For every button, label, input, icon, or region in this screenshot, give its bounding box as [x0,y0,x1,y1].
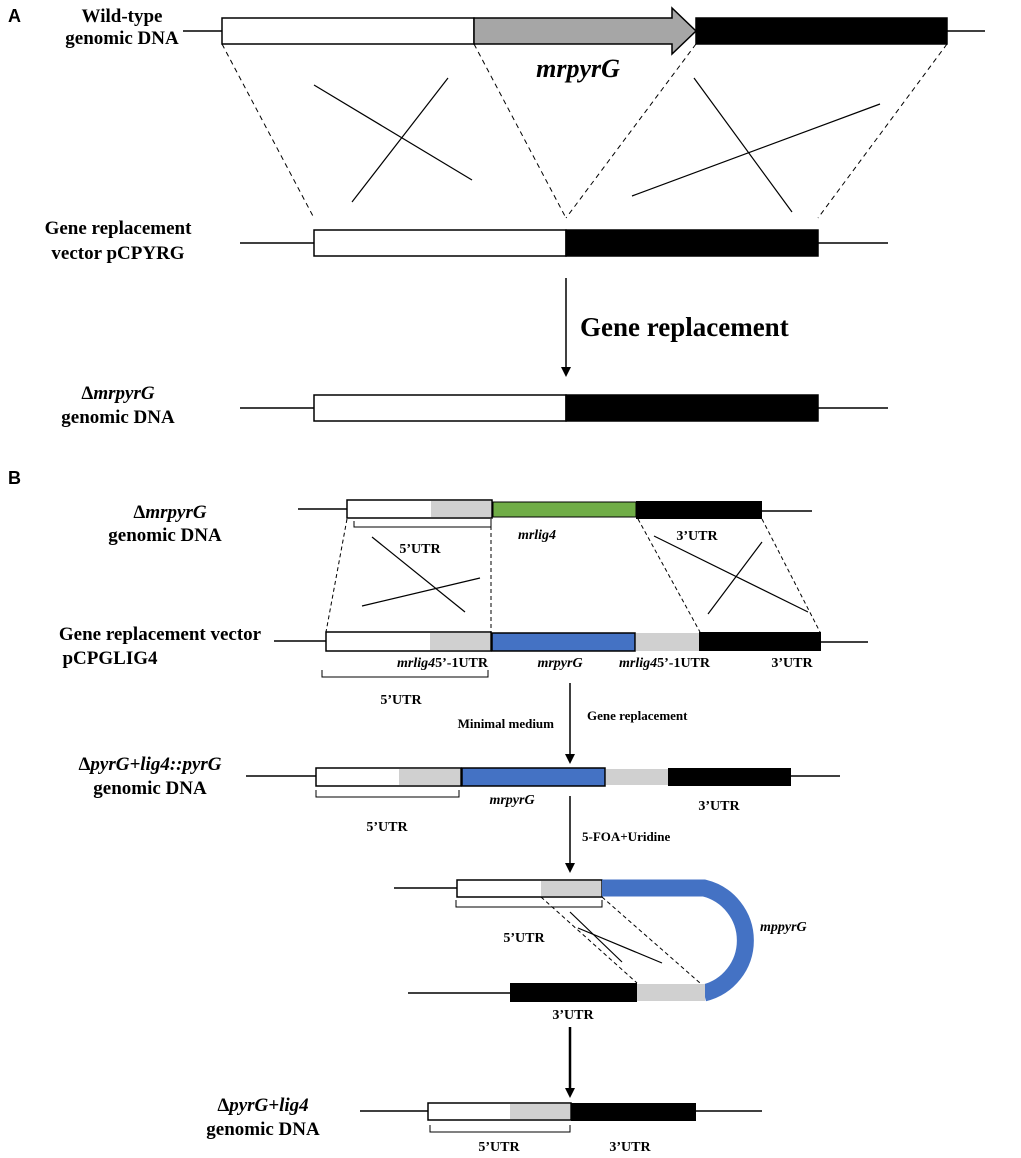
intermediate-construct [246,767,840,787]
final-label-line1: ΔpyrG+lig4 [217,1095,308,1116]
step-label-gene-replacement: Gene replacement [580,312,789,342]
lig4-locus-construct [298,499,812,519]
delta-label-line2: genomic DNA [61,407,175,428]
step-label-b1: Gene replacement [587,708,688,723]
row5-5utr-bracket [429,1125,571,1133]
seg-label-left: mrlig45’-1UTR [397,656,489,671]
seg-label-right: mrlig45’-1UTR [619,656,711,671]
row2-5utr-label: 5’UTR [380,693,422,708]
lig4-utr-repeat [431,501,491,517]
vector-pyrG-marker [491,632,636,652]
row3-5utr-label: 5’UTR [366,820,408,835]
step-label-b2: 5-FOA+Uridine [582,829,671,844]
vectorb-label-line1: Gene replacement vector [59,624,262,645]
intermediate-label-line2: genomic DNA [93,778,207,799]
panel-a-letter: A [8,6,21,26]
loop-gene-label: mppyrG [760,920,807,935]
homology-guides-a [221,43,948,219]
row2-5utr-bracket [321,670,489,678]
seg-label-mid: mrpyrG [537,656,582,671]
vector-3-flank [565,229,819,257]
panel-b-letter: B [8,468,21,488]
row2-3utr-label: 3’UTR [771,656,813,671]
gene-label-mrpyrG: mrpyrG [536,54,620,83]
row1-5utr-bracket [353,521,492,528]
row3-5utr-bracket [315,790,460,798]
wt-pyrG-arrow [473,6,698,56]
row5-5utr-label: 5’UTR [478,1140,520,1155]
looped-construct [394,879,754,1002]
delta-label-line1: ΔmrpyrG [81,383,154,404]
row4-3utr-label: 3’UTR [552,1008,594,1023]
row4-5utr-label: 5’UTR [503,931,545,946]
vector-pcpglig4 [274,631,868,652]
medium-label: Minimal medium [458,716,555,731]
crossover-marks-b2 [569,911,663,964]
delta-mrpyrG-construct [240,394,888,422]
final-construct [360,1102,762,1121]
start-label-line2: genomic DNA [108,525,222,546]
pyrG-loop [602,879,754,1002]
start-label-line1: ΔmrpyrG [133,502,206,523]
row5-3utr-label: 3’UTR [609,1140,651,1155]
wild-type-construct [183,6,985,56]
vector-label-line1: Gene replacement [45,218,193,239]
row1-5utr-label: 5’UTR [399,542,441,557]
homology-guides-b2 [540,896,701,984]
vectorb-label-line2: pCPGLIG4 [62,648,158,669]
wt-5-flank [221,17,475,45]
row4-5utr-bracket [455,900,603,908]
vector-pcpyrg [240,229,888,257]
lig4-3-flank [636,501,762,519]
row1-3utr-label: 3’UTR [676,529,718,544]
intermediate-label-line1: ΔpyrG+lig4::pyrG [78,754,221,775]
row3-3utr-label: 3’UTR [698,799,740,814]
intermediate-gene-label: mrpyrG [489,793,534,808]
wt-label-line2: genomic DNA [65,28,179,49]
final-label-line2: genomic DNA [206,1119,320,1140]
homology-guides-b1 [325,518,821,633]
crossover-marks-b1 [361,535,809,615]
lig4-gene-label: mrlig4 [518,528,556,543]
vector-5-flank [313,229,567,257]
crossover-marks-a [313,77,881,213]
wt-3-flank [695,17,948,45]
wt-label-line1: Wild-type [82,6,163,27]
lig4-gene-block [492,501,637,518]
vector-label-line2: vector pCPYRG [51,243,184,264]
